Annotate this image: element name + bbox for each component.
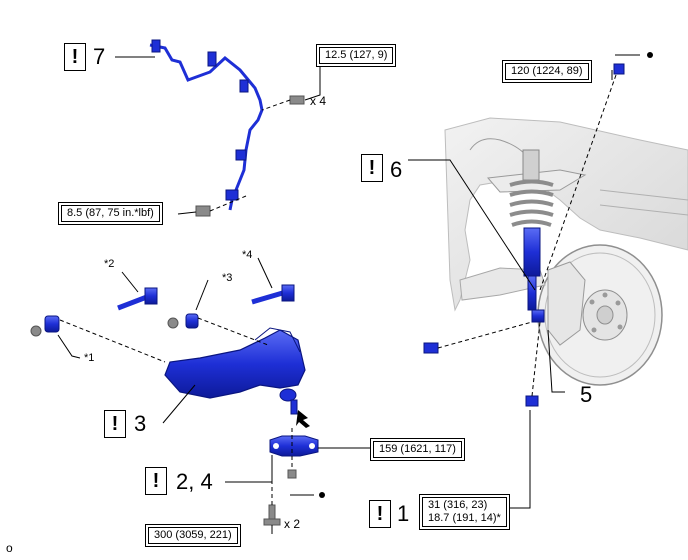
torque-box-sensor-bolt: 12.5 (127, 9) (316, 44, 397, 67)
callout-1: *1 (84, 352, 95, 364)
direction-arrow (296, 410, 310, 428)
torque-value: 12.5 (127, 9) (319, 47, 394, 64)
warning-box-2-4: ! (145, 467, 167, 495)
fasteners (195, 52, 653, 526)
callout-2: *2 (104, 258, 115, 270)
part-number-1: 1 (397, 501, 410, 526)
upper-control-arm (164, 327, 306, 415)
torque-value-alt: 18.7 (191, 14)* (428, 512, 501, 524)
part-number-5: 5 (580, 382, 593, 407)
torque-box-lower-bolt: 300 (3059, 221) (145, 524, 241, 547)
quantity-x2: x 2 (284, 517, 301, 531)
torque-value: 300 (3059, 221) (148, 527, 238, 544)
ball-joint (269, 435, 319, 457)
callout-4: *4 (242, 249, 253, 261)
quantity-x4: x 4 (310, 94, 327, 108)
camber-bolts (30, 284, 295, 337)
sensor-wire-harness (149, 39, 264, 211)
warning-box-7: ! (64, 43, 86, 71)
torque-value: 159 (1621, 117) (373, 441, 462, 458)
part-number-3: 3 (134, 411, 147, 436)
corner-mark: o (6, 541, 13, 555)
callout-3: *3 (222, 272, 233, 284)
background-suspension (444, 117, 688, 386)
warning-box-6: ! (361, 154, 383, 182)
torque-value: 120 (1224, 89) (505, 63, 589, 80)
shock-absorber (509, 149, 554, 323)
torque-value-box: 31 (316, 23) 18.7 (191, 14)* (422, 497, 507, 527)
part-number-7: 7 (93, 44, 106, 69)
torque-box-lower-nut: 31 (316, 23) 18.7 (191, 14)* (419, 494, 510, 530)
torque-box-harness-bolt: 8.5 (87, 75 in.*lbf) (58, 202, 163, 225)
dashed-alignment-lines (59, 74, 617, 505)
torque-box-upper-nut: 120 (1224, 89) (502, 60, 592, 83)
warning-box-1: ! (369, 500, 391, 528)
torque-box-ball-joint: 159 (1621, 117) (370, 438, 465, 461)
part-number-2-4: 2, 4 (176, 469, 213, 494)
part-number-6: 6 (390, 157, 403, 182)
torque-value: 8.5 (87, 75 in.*lbf) (61, 205, 160, 222)
torque-value: 31 (316, 23) (428, 499, 488, 511)
warning-box-3: ! (104, 410, 126, 438)
